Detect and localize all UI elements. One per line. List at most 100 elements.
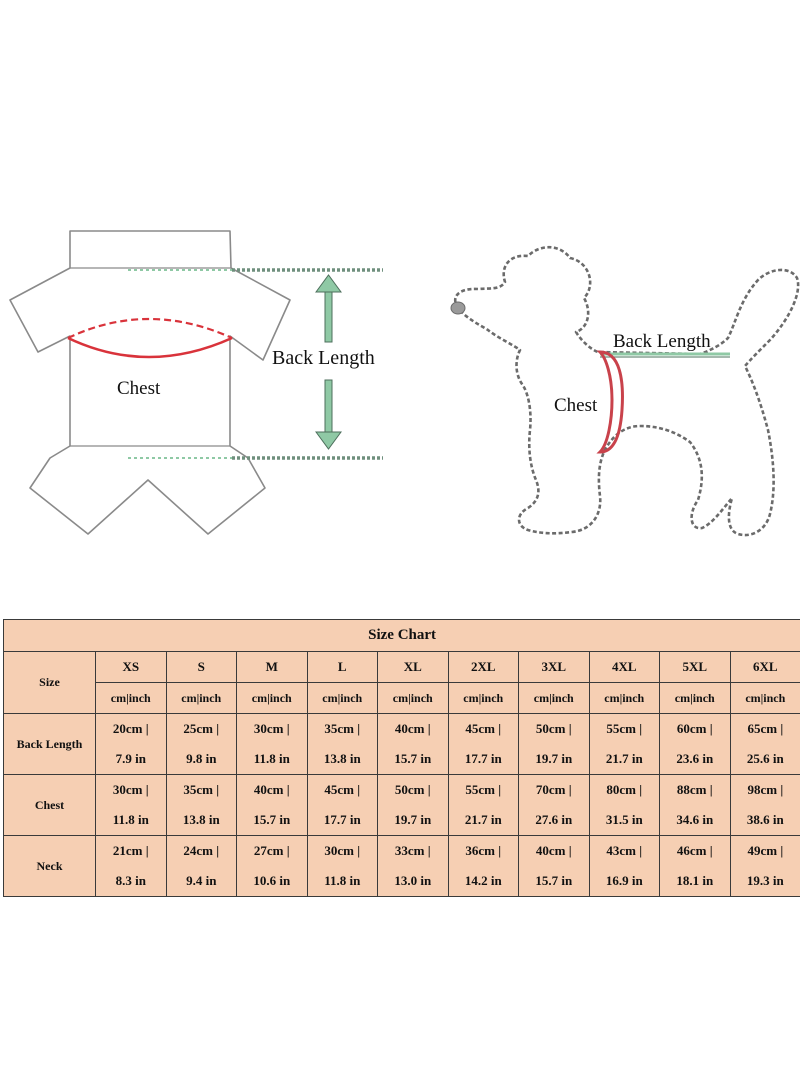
dog-outline [453, 245, 800, 537]
chest-cm-cell: 40cm | [236, 774, 308, 805]
chest-inch-cell: 19.7 in [377, 805, 449, 836]
chest-inch-cell: 31.5 in [588, 805, 660, 836]
neck-cm-cell: 24cm | [165, 835, 237, 866]
back-length-cm-cell: 30cm | [236, 713, 308, 744]
back-length-down-arrow [315, 379, 342, 450]
row-label-chest: Chest [3, 774, 96, 836]
unit-header-cell: cm|inch [588, 682, 660, 714]
chest-inch-cell: 15.7 in [236, 805, 308, 836]
shirt-back-length-label: Back Length [272, 347, 375, 369]
chest-cm-cell: 50cm | [377, 774, 449, 805]
neck-inch-cell: 14.2 in [447, 866, 519, 897]
neck-inch-cell: 19.3 in [729, 866, 800, 897]
table-title-row: Size Chart [2, 619, 800, 652]
chest-inch-cell: 27.6 in [518, 805, 590, 836]
neck-inch-cell: 16.9 in [588, 866, 660, 897]
neck-inch-cell: 9.4 in [165, 866, 237, 897]
size-header-3xl: 3XL [518, 651, 590, 683]
unit-header-cell: cm|inch [659, 682, 731, 714]
unit-header-cell: cm|inch [377, 682, 449, 714]
unit-header-cell: cm|inch [165, 682, 237, 714]
size-header-m: M [236, 651, 308, 683]
chest-cm-cell: 88cm | [659, 774, 731, 805]
neck-inch-cell: 11.8 in [306, 866, 378, 897]
dog-chest-label: Chest [554, 395, 598, 416]
neck-cm-cell: 46cm | [659, 835, 731, 866]
row-label-neck: Neck [3, 835, 96, 897]
neck-cm-cell: 36cm | [447, 835, 519, 866]
size-chart-title: Size Chart [2, 619, 800, 652]
neck-cm-cell: 30cm | [306, 835, 378, 866]
back-length-inch-cell: 11.8 in [236, 744, 308, 775]
neck-inch-cell: 8.3 in [95, 866, 167, 897]
chest-cm-cell: 70cm | [518, 774, 590, 805]
neck-inch-cell: 18.1 in [659, 866, 731, 897]
back-length-cm-cell: 60cm | [659, 713, 731, 744]
chest-cm-cell: 45cm | [306, 774, 378, 805]
dog-chest-loop [596, 350, 624, 454]
back-length-cm-cell: 50cm | [518, 713, 590, 744]
back-length-inch-cell: 19.7 in [518, 744, 590, 775]
neck-cm-cell: 33cm | [377, 835, 449, 866]
back-length-cm-cell: 65cm | [729, 713, 800, 744]
chest-cm-cell: 30cm | [95, 774, 167, 805]
chest-inch-cell: 13.8 in [165, 805, 237, 836]
size-header-6xl: 6XL [729, 651, 800, 683]
back-length-inch-cell: 21.7 in [588, 744, 660, 775]
back-length-inch-cell: 9.8 in [165, 744, 237, 775]
size-header-4xl: 4XL [588, 651, 660, 683]
unit-header-cell: cm|inch [236, 682, 308, 714]
dog-back-length-label: Back Length [613, 331, 711, 352]
unit-header-cell: cm|inch [306, 682, 378, 714]
back-length-cm-cell: 25cm | [165, 713, 237, 744]
size-header-5xl: 5XL [659, 651, 731, 683]
chest-cm-cell: 98cm | [729, 774, 800, 805]
chest-inch-cell: 38.6 in [729, 805, 800, 836]
back-length-up-arrow [315, 274, 342, 343]
chest-inch-cell: 34.6 in [659, 805, 731, 836]
back-length-cm-cell: 40cm | [377, 713, 449, 744]
size-header-l: L [306, 651, 378, 683]
row-label-back-length: Back Length [3, 713, 96, 775]
chest-inch-cell: 21.7 in [447, 805, 519, 836]
neck-inch-cell: 15.7 in [518, 866, 590, 897]
unit-header-cell: cm|inch [447, 682, 519, 714]
neck-inch-cell: 10.6 in [236, 866, 308, 897]
back-length-cm-cell: 45cm | [447, 713, 519, 744]
shirt-chest-back-arc [67, 317, 233, 340]
back-length-cm-cell: 20cm | [95, 713, 167, 744]
shirt-chest-front-arc [67, 336, 233, 359]
chest-cm-cell: 55cm | [447, 774, 519, 805]
size-header-s: S [165, 651, 237, 683]
neck-cm-cell: 40cm | [518, 835, 590, 866]
back-length-inch-cell: 17.7 in [447, 744, 519, 775]
chest-cm-cell: 35cm | [165, 774, 237, 805]
unit-header-cell: cm|inch [518, 682, 590, 714]
shirt-chest-label: Chest [117, 378, 161, 399]
back-length-inch-cell: 15.7 in [377, 744, 449, 775]
neck-cm-cell: 21cm | [95, 835, 167, 866]
neck-cm-cell: 49cm | [729, 835, 800, 866]
back-length-cm-cell: 35cm | [306, 713, 378, 744]
chest-inch-cell: 11.8 in [95, 805, 167, 836]
unit-header-cell: cm|inch [729, 682, 800, 714]
size-header-label: Size [3, 651, 96, 714]
size-header-xl: XL [377, 651, 449, 683]
chest-cm-cell: 80cm | [588, 774, 660, 805]
dog-nose [450, 301, 466, 315]
back-length-inch-cell: 23.6 in [659, 744, 731, 775]
size-header-xs: XS [95, 651, 167, 683]
back-length-inch-cell: 25.6 in [729, 744, 800, 775]
back-length-cm-cell: 55cm | [588, 713, 660, 744]
dog-illustration: Back Length Chest [450, 245, 800, 537]
